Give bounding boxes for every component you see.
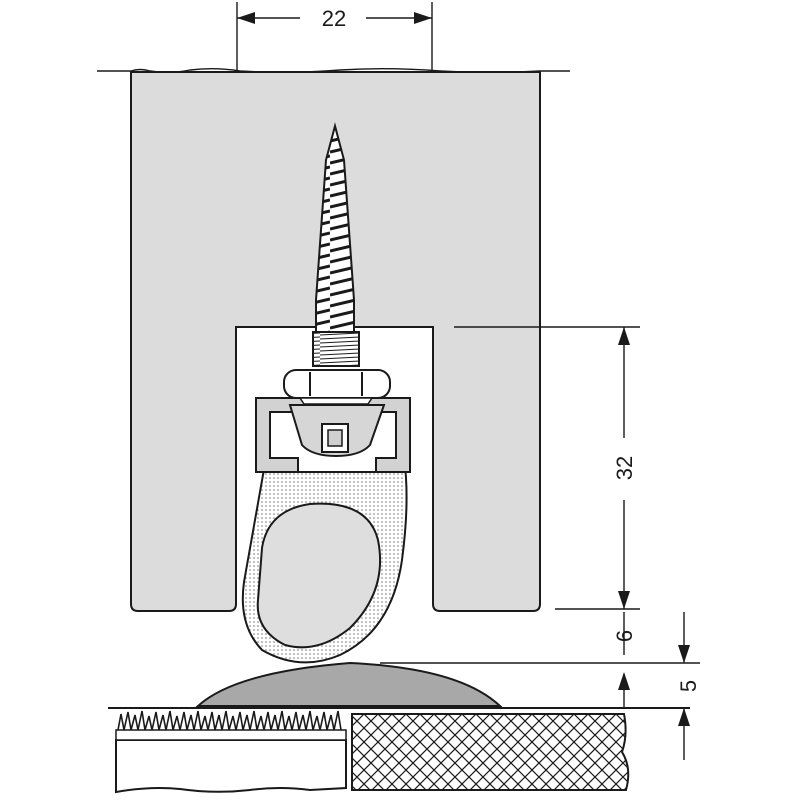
seal-hollow — [256, 502, 382, 649]
aluminium-profile — [255, 397, 411, 473]
screw — [312, 122, 360, 367]
floor-threshold — [195, 661, 503, 707]
dimension-label-32: 32 — [612, 456, 637, 480]
carpet-bristles — [117, 710, 342, 731]
dimension-label-6: 6 — [612, 630, 637, 642]
dimension-label-22: 22 — [322, 6, 346, 31]
dimension-seal-gap: 6 — [380, 612, 700, 708]
hex-nut — [283, 369, 391, 405]
floor-block — [351, 713, 630, 791]
dimension-threshold-height: 5 — [676, 612, 701, 760]
carpet — [115, 710, 347, 794]
dimension-groove-depth: 32 — [454, 326, 640, 610]
door-leaf — [130, 71, 541, 612]
dimension-label-5: 5 — [676, 680, 701, 692]
